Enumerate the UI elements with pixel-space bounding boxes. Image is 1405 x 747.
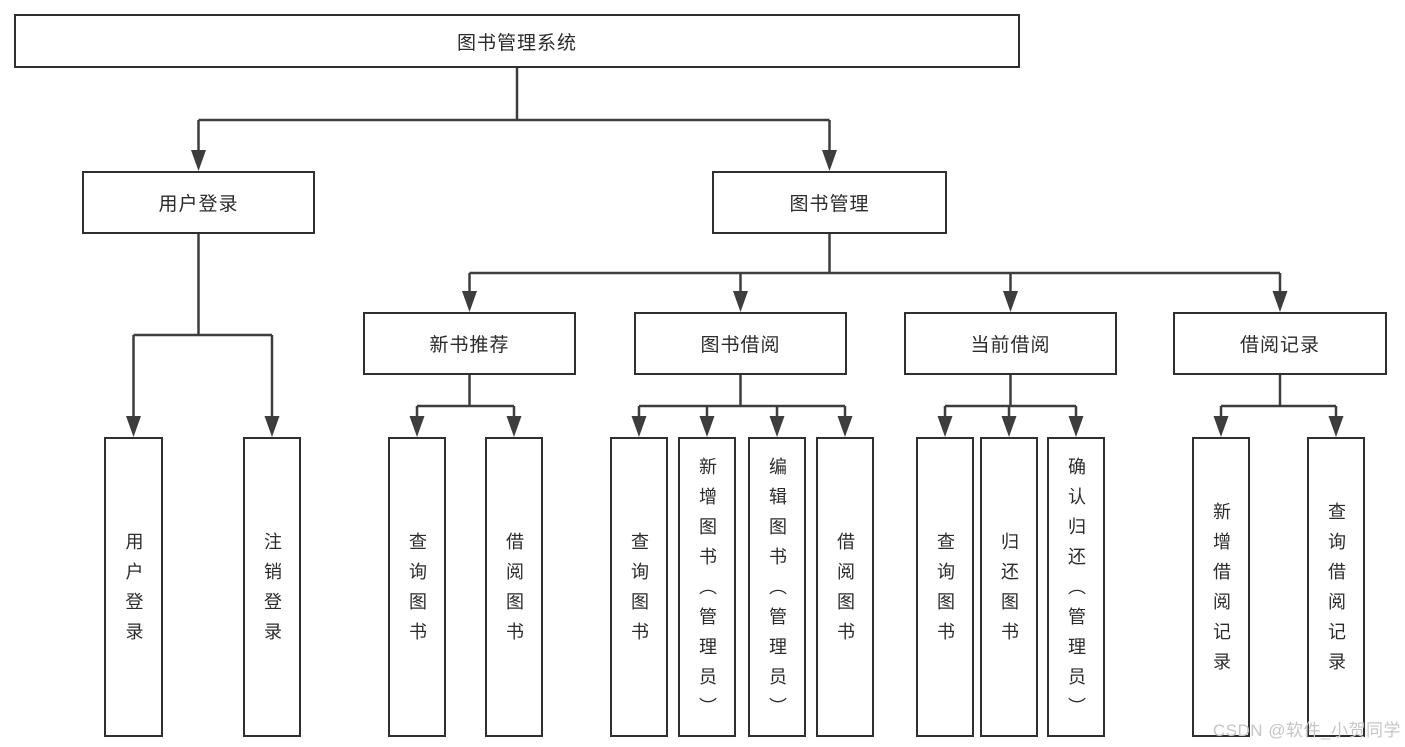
leaf-borrow-edit-books-admin: 编辑图书（管理员）: [748, 437, 806, 737]
connector-root-to-level2: [191, 66, 837, 171]
node-root: 图书管理系统: [14, 14, 1020, 68]
leaf-newbook-query-books-label: 查询图书: [407, 532, 427, 652]
leaf-borrow-query-books-label: 查询图书: [629, 532, 649, 652]
arrow-down-icon: [191, 150, 206, 171]
leaf-logout-login: 注销登录: [243, 437, 301, 737]
arrow-down-icon: [1068, 416, 1084, 437]
connector-book-borrow-to-leaves: [631, 375, 853, 437]
leaf-current-query-books-label: 查询图书: [935, 532, 955, 652]
connector-user-login-to-leaves: [126, 234, 280, 437]
node-book-borrow: 图书借阅: [634, 312, 847, 375]
leaf-borrow-borrow-books-label: 借阅图书: [835, 532, 855, 652]
arrow-down-icon: [462, 291, 477, 312]
leaf-borrow-add-books-admin: 新增图书（管理员）: [678, 437, 736, 737]
leaf-current-confirm-return-admin: 确认归还（管理员）: [1047, 437, 1105, 737]
leaf-user-login-label: 用户登录: [123, 532, 144, 652]
arrow-down-icon: [699, 416, 715, 437]
leaf-borrow-add-books-admin-label: 新增图书（管理员）: [697, 457, 717, 727]
arrow-down-icon: [1001, 416, 1017, 437]
arrow-down-icon: [1272, 291, 1288, 312]
node-user-login-label: 用户登录: [158, 194, 239, 215]
arrow-down-icon: [506, 416, 522, 437]
connector-borrow-records-to-leaves: [1213, 375, 1344, 437]
node-borrow-records-label: 借阅记录: [1239, 335, 1320, 356]
leaf-newbook-borrow-books-label: 借阅图书: [504, 532, 524, 652]
leaf-borrow-query-books: 查询图书: [610, 437, 668, 737]
leaf-newbook-borrow-books: 借阅图书: [485, 437, 543, 737]
arrow-down-icon: [631, 416, 647, 437]
arrow-down-icon: [264, 416, 280, 437]
node-book-borrow-label: 图书借阅: [700, 335, 781, 356]
node-new-book-recommend: 新书推荐: [363, 312, 576, 375]
connector-book-management-to-level3: [462, 234, 1288, 312]
leaf-current-return-books-label: 归还图书: [999, 532, 1019, 652]
arrow-down-icon: [409, 416, 425, 437]
leaf-record-query-borrow-record: 查询借阅记录: [1307, 437, 1365, 737]
node-borrow-records: 借阅记录: [1173, 312, 1387, 375]
leaf-record-query-borrow-record-label: 查询借阅记录: [1326, 502, 1346, 682]
arrow-down-icon: [733, 291, 748, 312]
node-new-book-recommend-label: 新书推荐: [429, 335, 510, 356]
leaf-newbook-query-books: 查询图书: [388, 437, 446, 737]
arrow-down-icon: [1328, 416, 1344, 437]
leaf-current-return-books: 归还图书: [980, 437, 1038, 737]
leaf-record-add-borrow-record-label: 新增借阅记录: [1211, 502, 1231, 682]
node-current-borrow-label: 当前借阅: [970, 335, 1051, 356]
leaf-current-query-books: 查询图书: [916, 437, 974, 737]
leaf-user-login: 用户登录: [104, 437, 163, 737]
connector-new-book-to-leaves: [409, 375, 522, 437]
arrow-down-icon: [126, 416, 141, 437]
leaf-borrow-edit-books-admin-label: 编辑图书（管理员）: [767, 457, 787, 727]
leaf-logout-login-label: 注销登录: [262, 532, 282, 652]
leaf-borrow-borrow-books: 借阅图书: [816, 437, 874, 737]
arrow-down-icon: [937, 416, 953, 437]
arrow-down-icon: [1213, 416, 1229, 437]
watermark: CSDN @软件_小贺同学: [1212, 721, 1401, 740]
arrow-down-icon: [1003, 291, 1018, 312]
node-current-borrow: 当前借阅: [904, 312, 1117, 375]
node-root-label: 图书管理系统: [456, 32, 577, 54]
node-book-management-label: 图书管理: [789, 194, 870, 215]
node-user-login: 用户登录: [82, 171, 315, 234]
arrow-down-icon: [769, 416, 785, 437]
leaf-current-confirm-return-admin-label: 确认归还（管理员）: [1066, 457, 1086, 727]
connector-current-borrow-to-leaves: [937, 375, 1084, 437]
arrow-down-icon: [837, 416, 853, 437]
node-book-management: 图书管理: [712, 171, 947, 234]
arrow-down-icon: [822, 150, 837, 171]
leaf-record-add-borrow-record: 新增借阅记录: [1192, 437, 1250, 737]
